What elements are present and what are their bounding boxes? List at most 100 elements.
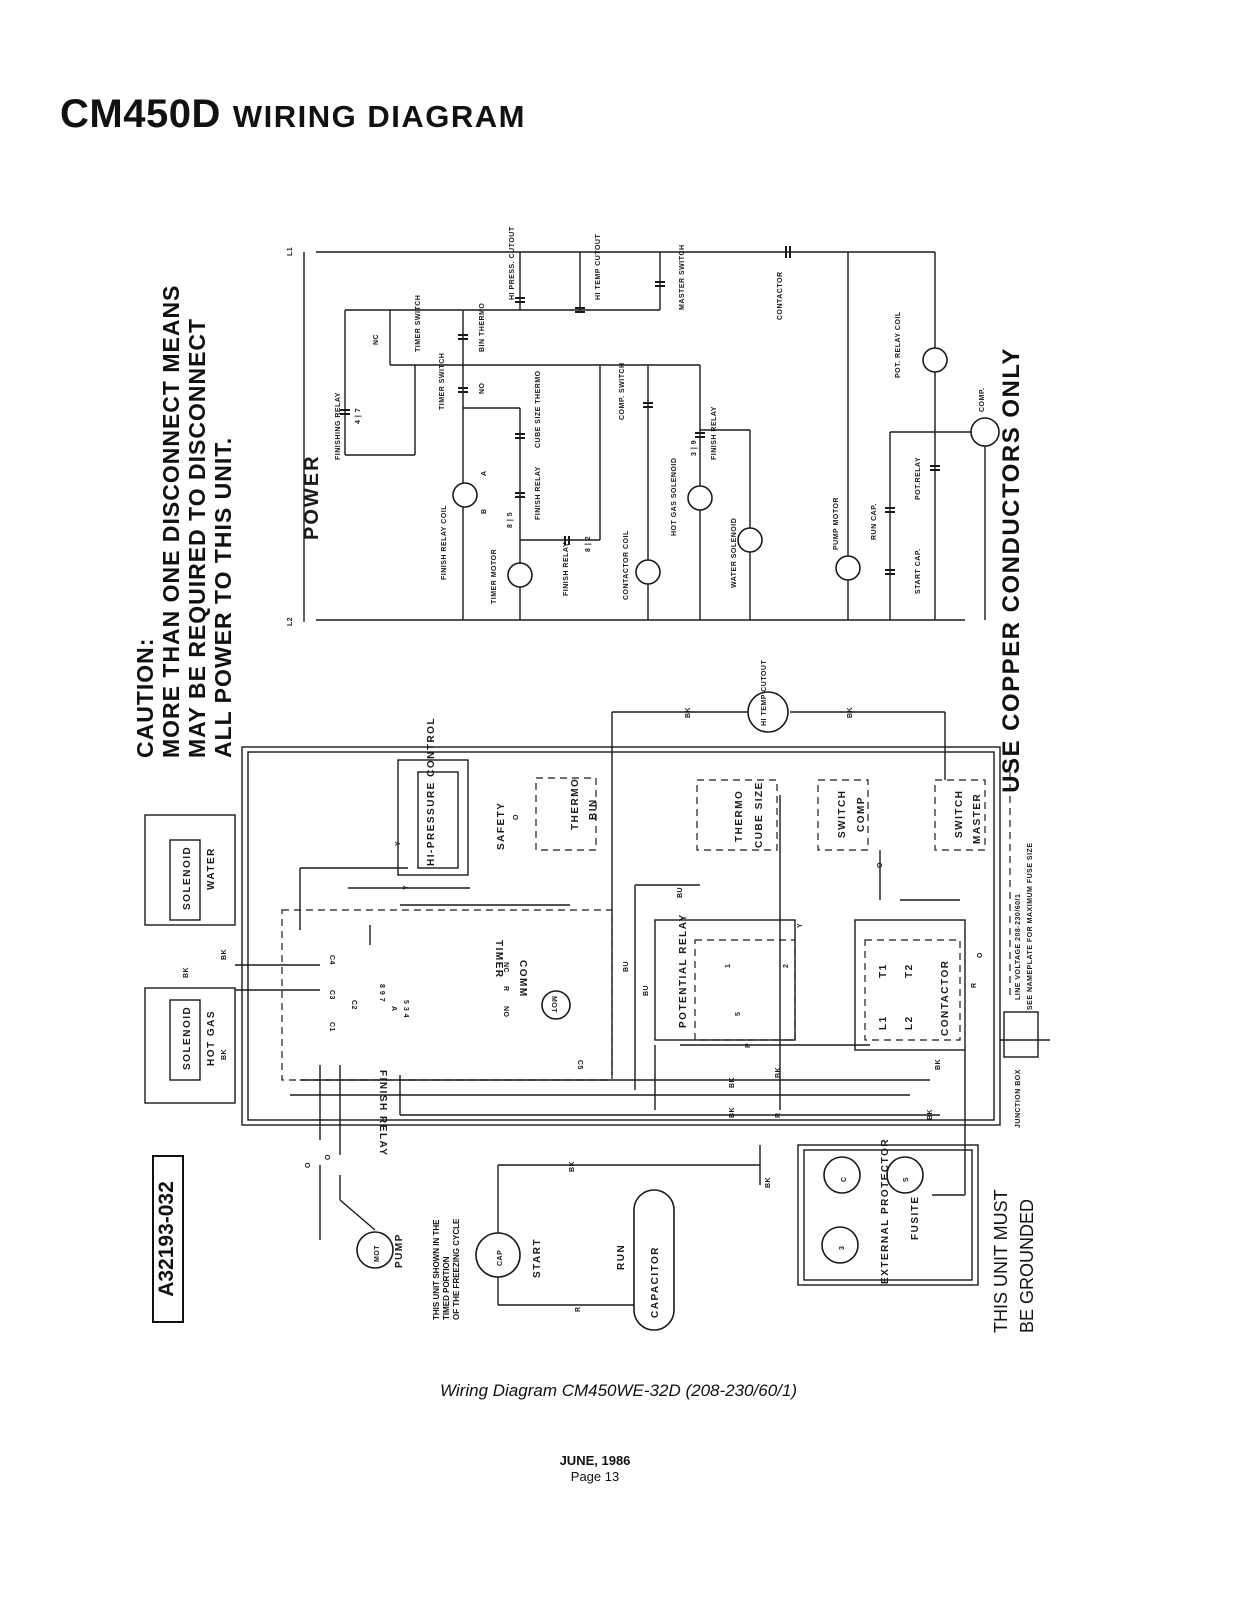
hot-gas-solenoid-symbol — [687, 485, 713, 511]
label-finish-relay-lower: FINISH RELAY — [563, 542, 570, 596]
timer-motor-symbol — [507, 562, 533, 588]
label-switch-comp: SWITCH — [837, 790, 848, 838]
caution-line-3: ALL POWER TO THIS UNIT. — [210, 436, 236, 758]
terminal-rsc: C — [841, 1176, 848, 1182]
unit-outline — [241, 746, 1001, 1126]
label-hot-gas: HOT GAS — [206, 1010, 217, 1066]
contactor-box — [864, 939, 961, 1041]
label-comp: COMP. — [979, 387, 986, 412]
hi-pressure-control-box — [397, 759, 469, 876]
label-junction-box: JUNCTION BOX — [1015, 1069, 1022, 1128]
caution-line-1: MORE THAN ONE DISCONNECT MEANS — [158, 284, 184, 758]
label-hi-temp-cutout-pictorial: HI TEMP CUTOUT — [761, 660, 768, 726]
fusite-terminal-s: S — [903, 1177, 910, 1182]
timed-portion-note: THIS UNIT SHOWN IN THE TIMED PORTION OF … — [432, 1160, 472, 1320]
label-pot-relay-coil: POT. RELAY COIL — [895, 311, 902, 378]
external-protector-symbol — [821, 1226, 859, 1264]
terminal-c2: C2 — [350, 1000, 357, 1010]
label-contactor: CONTACTOR — [777, 271, 784, 320]
wire-label: BK — [775, 1067, 782, 1078]
water-solenoid-box — [144, 814, 236, 926]
comp-switch-box — [817, 779, 869, 851]
title-subtitle: WIRING DIAGRAM — [232, 99, 526, 134]
wire-label: BK — [569, 1161, 576, 1172]
label-timer-motor: TIMER MOTOR — [491, 549, 498, 604]
compressor-symbol — [970, 417, 1000, 447]
ladder-schematic: L1 L2 POWER — [287, 226, 1000, 626]
junction-box-symbol — [1003, 1011, 1039, 1058]
label-cube-size: CUBE SIZE — [754, 781, 765, 848]
caution-line-2: MAY BE REQUIRED TO DISCONNECT — [184, 317, 210, 758]
wire-label: O — [977, 952, 984, 958]
label-l2: L2 — [287, 617, 294, 626]
wire-label: BK — [221, 1049, 228, 1060]
compressor-terminals — [823, 1156, 861, 1194]
label-mot-pump: MOT — [374, 1245, 381, 1262]
label-safety: SAFETY — [496, 802, 507, 850]
wire-label: Y — [403, 885, 410, 890]
terminal-t2: T2 — [904, 963, 915, 978]
run-capacitor — [633, 1189, 675, 1331]
label-water-solenoid: WATER SOLENOID — [731, 518, 738, 588]
label-comp-pictorial: COMP — [856, 796, 867, 832]
label-contactor-pictorial: CONTACTOR — [940, 960, 951, 1036]
label-master: MASTER — [972, 793, 983, 844]
label-timer-switch: TIMER SWITCH — [439, 353, 446, 410]
label-mot-timer: MOT — [550, 996, 557, 1013]
grounded-note: THIS UNIT MUST BE GROUNDED — [988, 1173, 1044, 1333]
hotgas-solenoid-coil — [169, 999, 201, 1081]
terminal-box-outer — [797, 1144, 979, 1286]
label-power: POWER — [301, 454, 323, 540]
finish-relay-coil-symbol — [452, 482, 478, 508]
pot-relay-terminal-2: 2 — [783, 964, 790, 968]
label-nc: NC — [373, 334, 380, 345]
pot-relay-coil-symbol — [922, 347, 948, 373]
finish-relay-contacts-top: 8 9 7 — [378, 984, 385, 1002]
label-hi-temp-cutout: HI TEMP CUTOUT — [595, 234, 602, 300]
label-terminal-a: A — [481, 470, 488, 476]
label-capacitor: CAPACITOR — [650, 1246, 661, 1318]
wire-label: P — [745, 1043, 752, 1048]
contactor-box-outer — [854, 919, 966, 1051]
hi-pressure-control-inner — [417, 771, 459, 869]
grounded-line-1: THIS UNIT MUST — [991, 1189, 1011, 1333]
wire-label: O — [325, 1154, 332, 1160]
page-number: Page 13 — [570, 1469, 620, 1484]
label-pump-motor: PUMP MOTOR — [833, 497, 840, 550]
label-pump: PUMP — [394, 1233, 405, 1268]
label-finishing-relay: FINISHING RELAY — [335, 392, 342, 460]
pump-motor-symbol — [835, 555, 861, 581]
label-pot-relay: POT.RELAY — [915, 457, 922, 500]
terminal-c4: C4 — [328, 955, 335, 965]
wire-label: BK — [927, 1109, 934, 1120]
wire-label: O — [305, 1162, 312, 1168]
label-finish-relay-8-5: 8 | 5 — [507, 512, 514, 528]
copper-conductors-note: USE COPPER CONDUCTORS ONLY — [998, 347, 1025, 793]
wire-label: BK — [183, 967, 190, 978]
label-bin-thermo: BIN THERMO — [479, 303, 486, 352]
page-title: CM450D WIRING DIAGRAM — [60, 92, 526, 137]
terminal-l2: L2 — [904, 1015, 915, 1030]
pictorial-wiring: HI TEMP CUTOUT BK BK SOLENOID WATER SOLE… — [144, 660, 1050, 1331]
protector-terminal-3: 3 — [839, 1246, 846, 1250]
label-contactor-coil: CONTACTOR COIL — [623, 530, 630, 600]
model-name: CM450D — [60, 92, 221, 136]
label-switch-master: SWITCH — [954, 790, 965, 838]
wire-label: Y — [797, 923, 804, 928]
label-finish-relay-coil: FINISH RELAY COIL — [441, 505, 448, 580]
label-thermo-cube: THERMO — [734, 790, 745, 842]
label-cube-size-thermo: CUBE SIZE THERMO — [535, 370, 542, 448]
label-bin: BIN — [588, 798, 599, 820]
wire-label: BU — [677, 887, 684, 898]
pot-relay-terminal-1: 1 — [725, 964, 732, 968]
label-finish-relay-pictorial: FINISH RELAY — [377, 1070, 388, 1157]
label-water: WATER — [206, 847, 217, 890]
wire-label: Y — [395, 841, 402, 846]
terminal-t1: T1 — [878, 963, 889, 978]
label-fusite: FUSITE — [910, 1195, 921, 1240]
label-l1: L1 — [287, 247, 294, 256]
wire-label: R — [775, 1112, 782, 1118]
cube-size-thermo-box — [696, 779, 778, 851]
label-run-cap: RUN CAP. — [871, 503, 878, 540]
label-fuse-note: SEE NAMEPLATE FOR MAXIMUM FUSE SIZE — [1027, 843, 1034, 1011]
